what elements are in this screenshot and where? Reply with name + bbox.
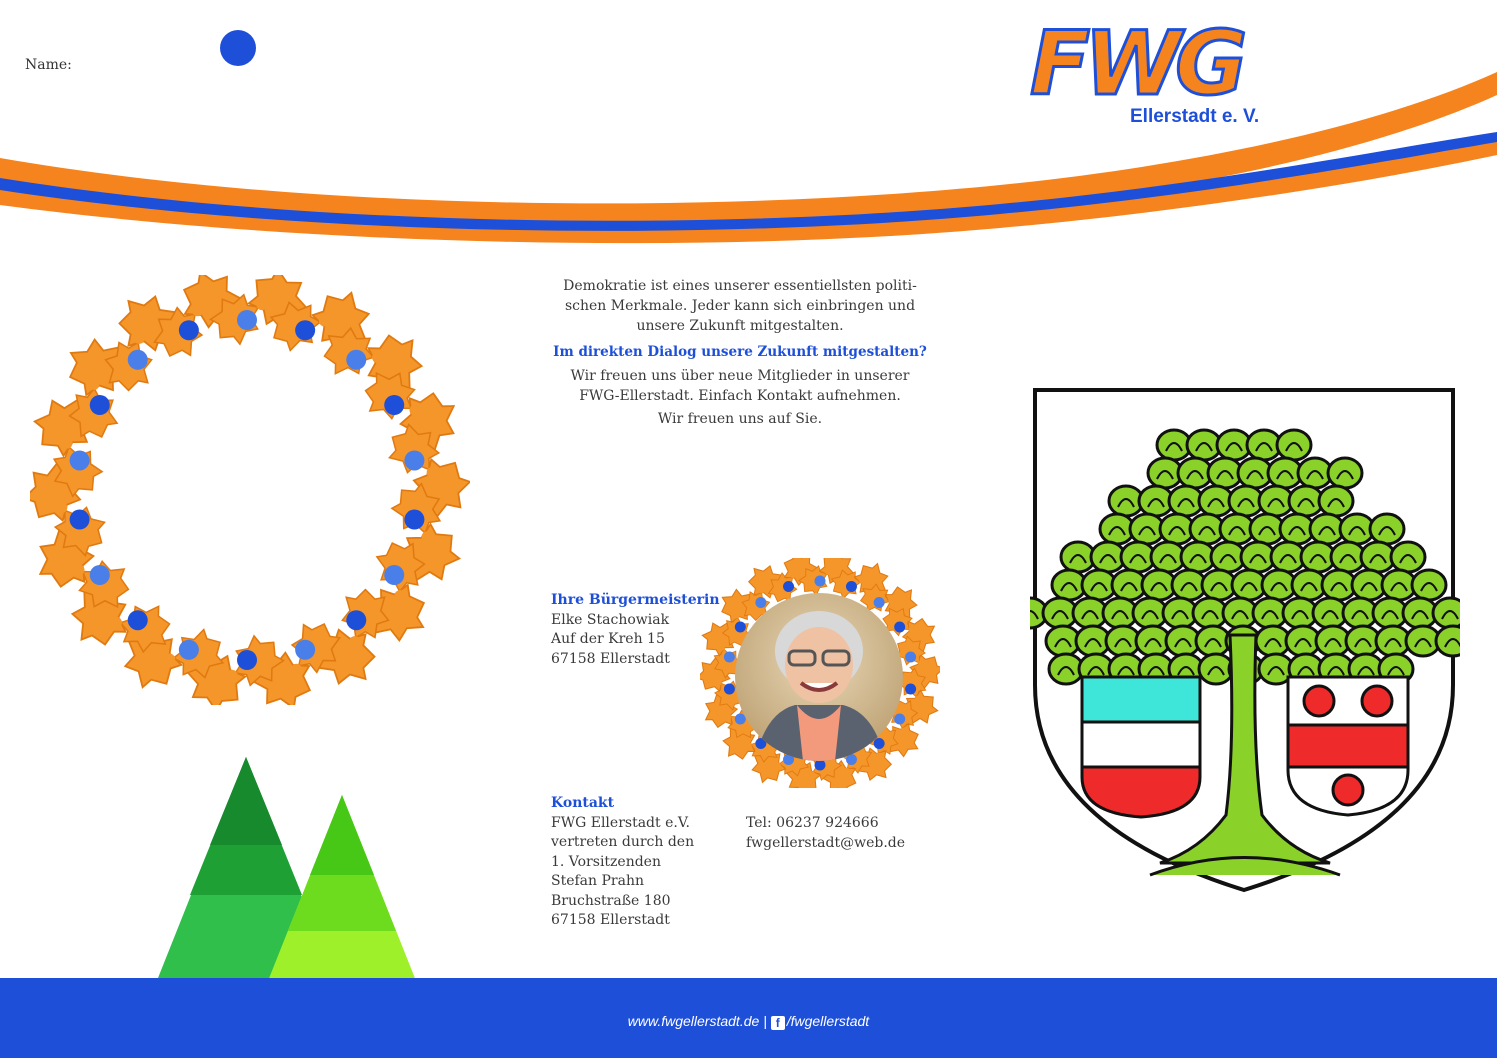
intro-question: Im direkten Dialog unsere Zukunft mitges… [553,344,927,360]
mayor-photo [735,593,903,761]
contact-phone: Tel: 06237 924666 [746,815,879,831]
mayor-name: Elke Stachowiak [551,611,670,628]
intro-line: Wir freuen uns auf Sie. [657,411,823,427]
contact-email[interactable]: fwgellerstadt@web.de [746,834,906,851]
website-link[interactable]: www.fwgellerstadt.de [627,1013,760,1029]
contact-rep: 1. Vorsitzenden [551,853,661,870]
name-label: Name: [25,57,72,73]
header-swoosh [0,72,1497,244]
mayor-block: Ihre Bürgermeisterin Elke Stachowiak Auf… [551,591,720,669]
footer-bar [0,978,1497,1058]
holly-wreath-icon [30,275,470,705]
footer-links: www.fwgellerstadt.de | f/fwgellerstadt [0,1013,1497,1030]
mayor-heading: Ihre Bürgermeisterin [551,592,720,608]
mayor-street: Auf der Kreh 15 [551,631,665,647]
pine-trees-icon [156,757,432,1053]
contact-person: Stefan Prahn [551,873,644,889]
intro-line: Demokratie ist eines unserer essentiells… [563,278,917,294]
contact-org: FWG Ellerstadt e.V. [551,814,690,831]
footer-separator: | [763,1013,767,1029]
small-holly-wreath-icon [700,558,940,788]
facebook-link[interactable]: /fwgellerstadt [786,1013,870,1029]
blue-dot-decoration [220,30,256,66]
intro-line: FWG-Ellerstadt. Einfach Kontakt aufnehme… [579,388,901,404]
contact-city: 67158 Ellerstadt [551,912,670,928]
intro-line: Wir freuen uns über neue Mitglieder in u… [570,368,910,384]
intro-text: Demokratie ist eines unserer essentiells… [550,276,930,429]
contact-street: Bruchstraße 180 [551,892,671,909]
intro-line: schen Merkmale. Jeder kann sich einbring… [564,298,916,314]
contact-rep: vertreten durch den [551,834,695,850]
mayor-city: 67158 Ellerstadt [551,650,670,667]
logo-subtitle: Ellerstadt e. V. [1130,106,1260,127]
fwg-logo: FWG [1028,12,1248,115]
coat-of-arms-icon [1030,388,1460,893]
intro-line: unsere Zukunft mitgestalten. [636,318,844,334]
contact-heading: Kontakt [551,795,615,811]
contact-block: Kontakt FWG Ellerstadt e.V. vertreten du… [551,794,694,931]
contact-details: Tel: 06237 924666 fwgellerstadt@web.de [746,814,905,853]
facebook-icon: f [770,1016,785,1030]
